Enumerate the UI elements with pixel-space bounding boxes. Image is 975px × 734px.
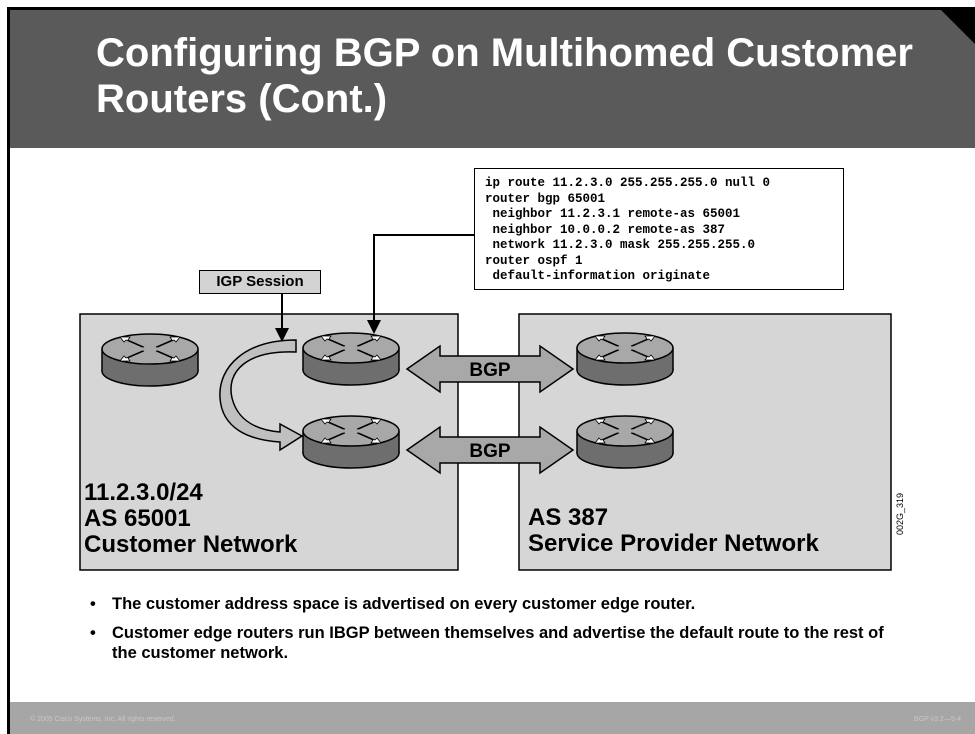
igp-pointer-arrowhead	[275, 328, 289, 342]
config-box: ip route 11.2.3.0 255.255.255.0 null 0 r…	[474, 168, 844, 290]
title-bar	[10, 10, 975, 148]
config-line: neighbor 11.2.3.1 remote-as 65001	[485, 207, 741, 221]
config-line: router ospf 1	[485, 253, 583, 268]
router-customer-edge-bottom	[302, 415, 400, 469]
customer-network-name: Customer Network	[84, 531, 298, 558]
bgp-label-bottom: BGP	[469, 441, 511, 462]
provider-as: AS 387	[528, 504, 609, 531]
customer-as: AS 65001	[84, 505, 191, 532]
customer-network-label: 11.2.3.0/24 AS 65001 Customer Network	[84, 480, 297, 558]
config-pointer-arrowhead	[367, 320, 381, 334]
bgp-arrow-top	[405, 344, 575, 394]
footer-copyright: © 2005 Cisco Systems, Inc. All rights re…	[30, 716, 176, 723]
footer-bar: © 2005 Cisco Systems, Inc. All rights re…	[10, 702, 975, 734]
router-customer-internal	[101, 333, 199, 387]
bullet-dot: •	[90, 595, 96, 613]
customer-prefix: 11.2.3.0/24	[84, 479, 203, 506]
corner-fold	[941, 10, 975, 44]
router-customer-edge-top	[302, 332, 400, 386]
igp-session-label: IGP Session	[199, 270, 321, 294]
config-line: default-information originate	[485, 269, 711, 283]
config-line: network 11.2.3.0 mask 255.255.255.0	[485, 238, 756, 252]
config-line: router bgp 65001	[485, 191, 606, 206]
footer-course: BGP v3.2—5-4	[914, 716, 961, 723]
bgp-arrow-bottom	[405, 425, 575, 475]
bullet-list: •The customer address space is advertise…	[90, 594, 912, 672]
figure-id: 002G_319	[895, 492, 905, 535]
config-pointer-line	[373, 234, 474, 322]
config-line: ip route 11.2.3.0 255.255.255.0 null 0	[485, 176, 771, 190]
provider-network-label: AS 387 Service Provider Network	[528, 505, 819, 557]
router-provider-bottom	[576, 415, 674, 469]
config-line: neighbor 10.0.0.2 remote-as 387	[485, 222, 726, 237]
provider-network-name: Service Provider Network	[528, 530, 819, 557]
bullet-item: •Customer edge routers run IBGP between …	[90, 624, 884, 662]
slide-title: Configuring BGP on Multihomed Customer R…	[96, 31, 913, 121]
bullet-dot: •	[90, 624, 96, 642]
igp-curved-arrow	[219, 339, 304, 452]
bullet-item: •The customer address space is advertise…	[90, 595, 696, 613]
slide-border	[7, 7, 975, 734]
bgp-label-top: BGP	[469, 360, 511, 381]
router-provider-top	[576, 332, 674, 386]
